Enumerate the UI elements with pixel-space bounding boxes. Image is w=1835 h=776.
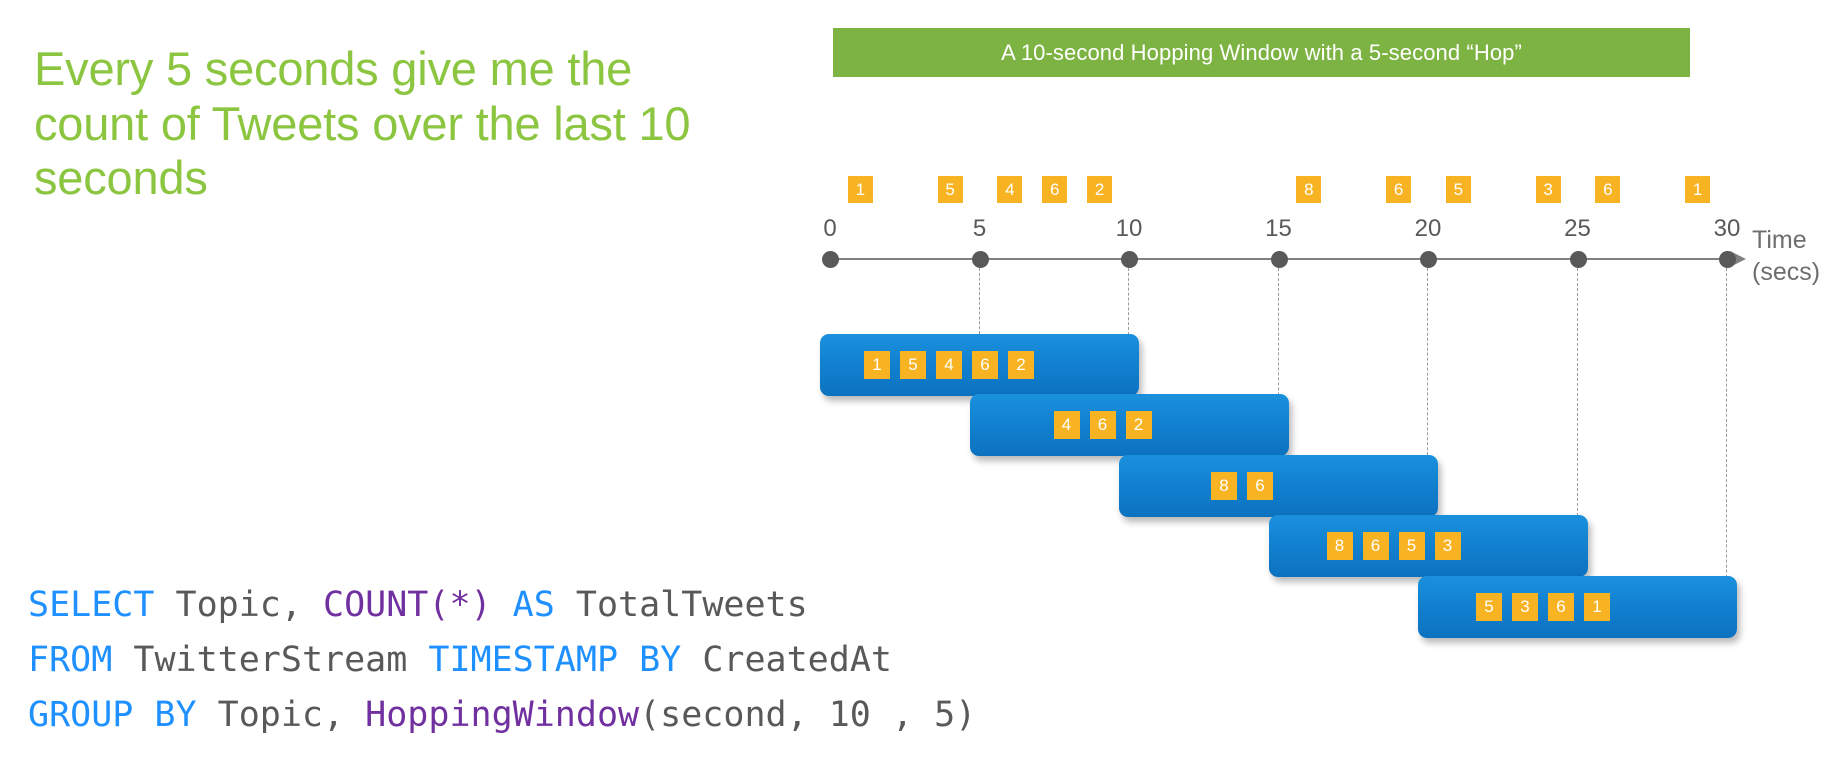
window-event-chip: 6 <box>1247 472 1273 500</box>
timeline-event-chip: 5 <box>1445 176 1471 203</box>
window-event-chip: 4 <box>936 351 962 379</box>
axis-label-time-text: Time <box>1752 226 1807 254</box>
sql-line: FROM TwitterStream TIMESTAMP BY CreatedA… <box>28 633 976 688</box>
banner: A 10-second Hopping Window with a 5-seco… <box>833 28 1690 77</box>
banner-title: A 10-second Hopping Window with a 5-seco… <box>1001 39 1522 65</box>
window-event-chip: 8 <box>1326 532 1353 560</box>
timeline-guide-line-20 <box>1427 268 1428 515</box>
sql-token: CreatedAt <box>681 640 892 680</box>
window-event-chip: 5 <box>1398 532 1425 560</box>
timeline-event-chip: 3 <box>1535 176 1561 203</box>
sql-token: COUNT(*) <box>323 585 492 625</box>
sql-token: Topic, <box>196 695 366 735</box>
window-event-chip: 2 <box>1008 351 1034 379</box>
window-event-chip: 6 <box>1089 411 1116 439</box>
sql-line: GROUP BY Topic, HoppingWindow(second, 10… <box>28 688 976 743</box>
timeline-guide-line-30 <box>1726 268 1727 638</box>
window-event-chip: 1 <box>1584 593 1610 621</box>
timeline-tick-dot-20 <box>1420 251 1437 268</box>
timeline-tick-label-15: 15 <box>1265 215 1292 242</box>
sql-token: (second, 10 , 5) <box>639 695 977 735</box>
sql-token: SELECT <box>28 585 155 625</box>
sql-token: TwitterStream <box>112 640 429 680</box>
timeline-event-chip: 8 <box>1296 176 1322 203</box>
window-event-chip: 1 <box>864 351 890 379</box>
timeline-tick-dot-10 <box>1121 251 1138 268</box>
timeline-event-chip: 6 <box>1386 176 1412 203</box>
sql-line: SELECT Topic, COUNT(*) AS TotalTweets <box>28 578 976 633</box>
timeline-event-chip: 1 <box>1685 176 1711 203</box>
timeline-guide-line-10 <box>1128 268 1129 394</box>
timeline-event-chip: 6 <box>1042 176 1068 203</box>
sql-token: TIMESTAMP BY <box>428 640 682 680</box>
timeline-guide-line-5 <box>978 268 980 334</box>
window-event-chip: 6 <box>1548 593 1574 621</box>
sql-token <box>492 585 513 625</box>
timeline-tick-label-20: 20 <box>1414 215 1442 242</box>
timeline-event-chip: 1 <box>847 176 873 203</box>
window-event-chip: 5 <box>1476 593 1502 621</box>
timeline-guide-line-15 <box>1277 268 1279 455</box>
timeline-tick-label-5: 5 <box>972 215 987 242</box>
timeline-event-chip: 4 <box>997 176 1023 203</box>
window-event-chip: 3 <box>1434 532 1461 560</box>
sql-token: Topic, <box>154 585 324 625</box>
window-event-chip: 2 <box>1125 411 1152 439</box>
axis-label-time-unit: (secs) <box>1752 257 1821 286</box>
window-event-chip: 8 <box>1211 472 1237 500</box>
window-event-chip: 5 <box>900 351 926 379</box>
timeline-tick-dot-30 <box>1719 251 1736 268</box>
window-event-chip: 6 <box>1362 532 1389 560</box>
sql-token: AS <box>512 585 555 625</box>
sql-token: HoppingWindow <box>365 695 640 735</box>
timeline-event-chip: 6 <box>1595 176 1621 203</box>
timeline-event-chip: 5 <box>937 176 963 203</box>
sql-token: TotalTweets <box>554 585 808 625</box>
timeline-guide-line-25 <box>1576 268 1578 576</box>
axis-label-time: Time (secs) <box>1752 225 1820 288</box>
timeline-event-chip: 2 <box>1087 176 1113 203</box>
timeline-tick-label-0: 0 <box>823 215 837 242</box>
timeline-tick-dot-15 <box>1270 251 1288 268</box>
timeline-tick-label-10: 10 <box>1115 215 1143 242</box>
sql-token: FROM <box>28 640 113 680</box>
page-title: Every 5 seconds give me the count of Twe… <box>34 42 691 205</box>
timeline-tick-label-30: 30 <box>1713 215 1741 242</box>
timeline-tick-dot-0 <box>822 251 839 268</box>
window-event-chip: 4 <box>1053 411 1080 439</box>
timeline-tick-dot-25 <box>1569 251 1587 268</box>
timeline-tick-dot-5 <box>971 251 989 268</box>
sql-token: GROUP BY <box>28 695 197 735</box>
window-event-chip: 3 <box>1512 593 1538 621</box>
timeline-tick-label-25: 25 <box>1564 215 1591 242</box>
window-event-chip: 6 <box>972 351 998 379</box>
